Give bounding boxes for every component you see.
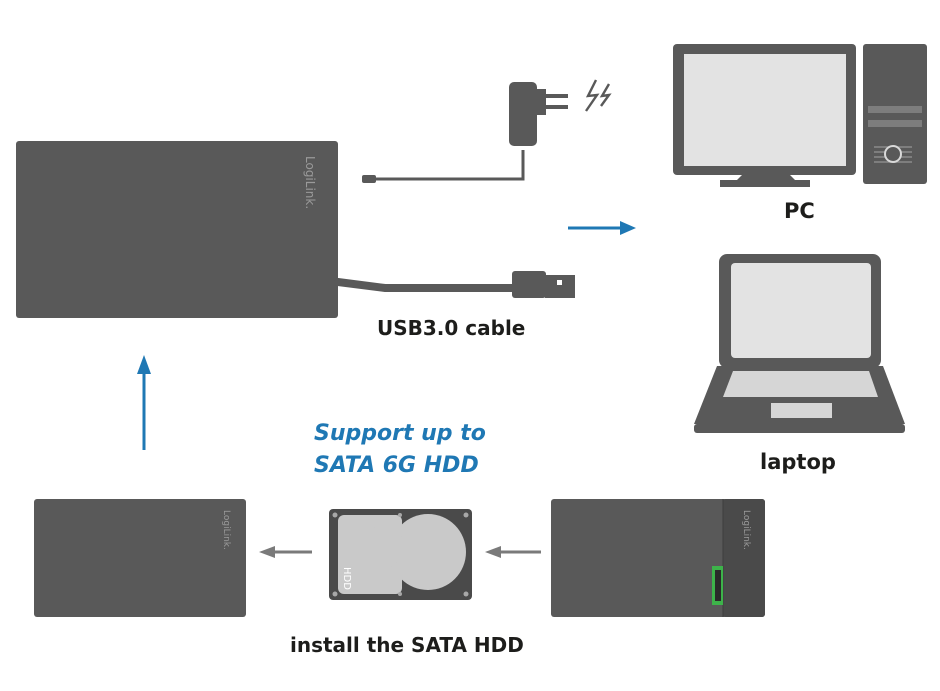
power-adapter-icon: [509, 82, 568, 146]
hard-disk-icon: HDD: [329, 509, 472, 600]
laptop-icon: [694, 254, 905, 433]
arrow-to-computers: [568, 221, 636, 235]
enclosure-closed: LogiLink.: [34, 499, 246, 617]
enclosure-main: LogiLink.: [16, 141, 338, 318]
enclosure-open-logo: LogiLink.: [741, 510, 751, 550]
lightning-icon: [585, 79, 612, 112]
support-label-line1: Support up to: [314, 421, 486, 446]
usb-plug-icon: [512, 271, 546, 298]
enclosure-main-logo: LogiLink.: [303, 156, 317, 209]
power-cable: [362, 150, 525, 183]
pc-label: PC: [784, 199, 815, 223]
laptop-label: laptop: [760, 450, 836, 474]
arrow-up: [137, 355, 151, 450]
install-label: install the SATA HDD: [290, 633, 524, 657]
desktop-pc-icon: [673, 44, 927, 187]
support-label-line2: SATA 6G HDD: [314, 453, 479, 478]
hdd-label: HDD: [341, 567, 352, 590]
arrow-to-closed-enclosure: [259, 546, 312, 558]
arrow-to-hdd: [485, 546, 541, 558]
enclosure-closed-logo: LogiLink.: [221, 510, 231, 550]
enclosure-open: LogiLink.: [551, 499, 765, 617]
usb-cable-label: USB3.0 cable: [377, 316, 526, 340]
usb-cable: [334, 271, 575, 298]
